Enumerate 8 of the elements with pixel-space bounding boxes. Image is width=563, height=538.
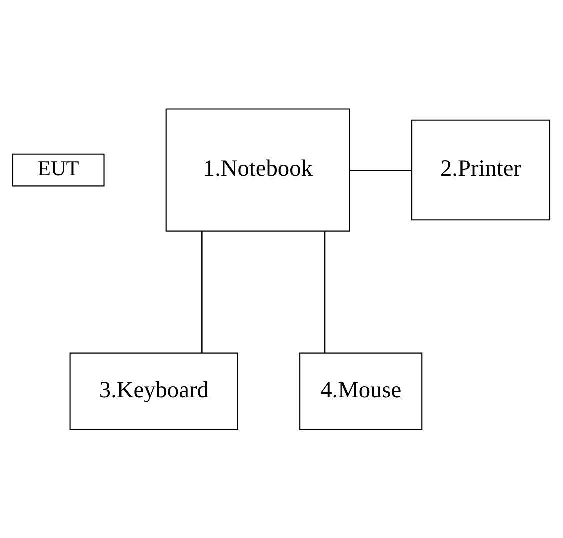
node-box: EUT <box>12 153 105 186</box>
node-box: 1.Notebook <box>166 108 350 232</box>
node-box: 2.Printer <box>412 119 551 220</box>
connector <box>324 230 326 353</box>
node-box: 3.Keyboard <box>70 352 239 430</box>
node-box: 4.Mouse <box>300 352 423 430</box>
connector <box>350 170 412 171</box>
connector <box>202 230 203 353</box>
